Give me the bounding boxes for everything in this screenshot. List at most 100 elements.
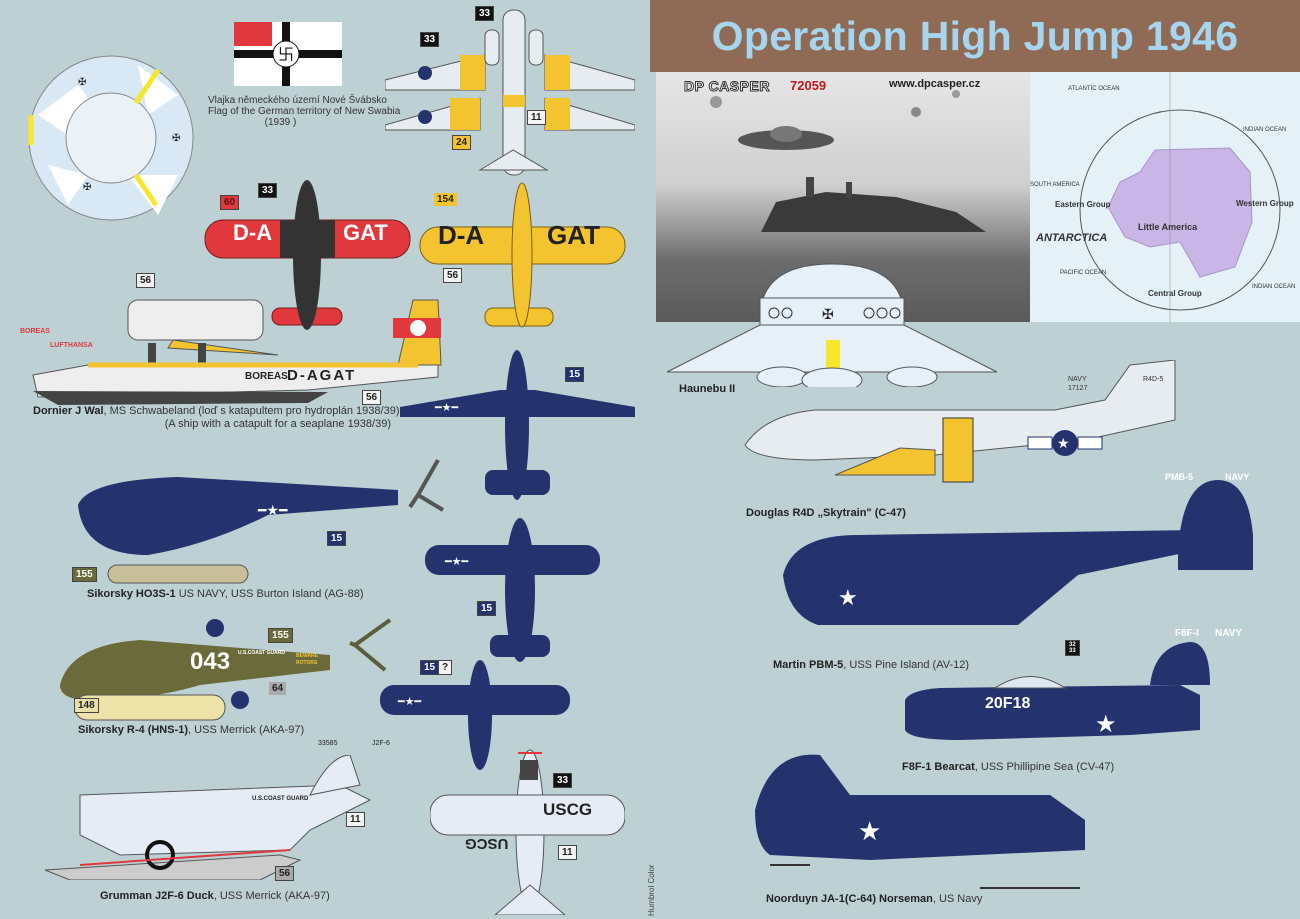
dornier-caption-rest: , MS Schwabeland (loď s katapultem pro h… — [103, 405, 400, 417]
red-reg-left: D-A — [233, 220, 273, 245]
svg-text:★: ★ — [858, 816, 881, 846]
r4-code: 043 — [190, 648, 231, 675]
dornier-caption-bold: Dornier J Wal — [33, 405, 104, 417]
decal-num-60: 60 — [220, 195, 240, 210]
decal-num-155-r4: 155 — [268, 628, 293, 643]
title-bar: Operation High Jump 1946 — [650, 0, 1300, 72]
r4-helicopter-side-view — [60, 618, 392, 721]
decal-num-155-ho3s: 155 — [72, 567, 97, 582]
norseman-caption-bold: Noorduyn JA-1(C-64) Norseman — [766, 893, 933, 905]
flag-caption: Vlajka německého území Nové Švábsko Flag… — [208, 95, 400, 128]
boreas-hull-label: BOREAS — [245, 371, 288, 382]
decal-num-64: 64 — [269, 682, 287, 695]
pbm-caption-bold: Martin PBM-5 — [773, 659, 844, 671]
j2f-type: J2F-6 — [372, 740, 390, 747]
r4d-caption: Douglas R4D „Skytrain" (C-47) — [746, 507, 906, 519]
decal-num-33-wing: 33 — [420, 32, 440, 47]
svg-text:━★━: ━★━ — [444, 556, 468, 568]
map-label-atlantic: ATLANTIC OCEAN — [1068, 86, 1120, 92]
humbrol-color-note: Humbrol Color — [647, 864, 656, 916]
lufthansa-label: LUFTHANSA — [50, 342, 93, 349]
decal-num-56-engine: 56 — [136, 273, 156, 288]
dornier-registration: D-AGAT — [287, 367, 357, 384]
pbm-caption-rest: , USS Pine Island (AV-12) — [843, 659, 970, 671]
r4d-serial: 17127 — [1068, 385, 1088, 392]
decal-num-32-33: 32 33 — [1065, 640, 1080, 656]
svg-text:★: ★ — [838, 585, 858, 610]
camouflage-disc-top-view: ✠ ✠ ✠ — [28, 55, 194, 221]
photo-scene — [710, 90, 986, 232]
red-plane-top-view — [204, 180, 411, 330]
pbm-navy: NAVY — [1225, 472, 1250, 482]
pbm-5-side-view: ★ — [783, 480, 1253, 625]
svg-text:✠: ✠ — [822, 306, 834, 322]
map-label-south-america: SOUTH AMERICA — [1030, 182, 1080, 188]
r4d-side-view: ★ — [744, 360, 1176, 483]
svg-text:✠: ✠ — [78, 77, 86, 88]
decal-num-15-top3: 15 — [420, 660, 440, 675]
decal-num-15-top1: 15 — [565, 367, 585, 382]
f8f-caption-bold: F8F-1 Bearcat — [902, 761, 975, 773]
norseman-caption-rest: , US Navy — [932, 893, 983, 905]
svg-text:★: ★ — [1057, 435, 1070, 451]
kit-code: 72059 — [790, 78, 827, 93]
map-label-little-america: Little America — [1138, 222, 1198, 232]
yellow-plane-top-view — [419, 182, 626, 328]
map-label-pacific: PACIFIC OCEAN — [1060, 270, 1107, 276]
r4d-top-view — [385, 9, 635, 176]
brand-label: DP CASPER — [684, 78, 770, 95]
decal-num-33-uscg: 33 — [553, 773, 573, 788]
f8f-code: 20F18 — [985, 695, 1031, 712]
boreas-label-red: BOREAS — [20, 328, 50, 335]
f8f-caption: F8F-1 Bearcat, USS Phillipine Sea (CV-47… — [902, 761, 1114, 773]
j2f-serial: 33585 — [318, 740, 338, 747]
pbm-type: PMB-5 — [1165, 472, 1194, 482]
pbm-caption: Martin PBM-5, USS Pine Island (AV-12) — [773, 659, 969, 671]
decal-num-unknown: ? — [438, 660, 453, 675]
f8f-bearcat-side-view: ★ — [905, 642, 1210, 740]
svg-text:━★━: ━★━ — [257, 502, 288, 518]
reichskriegsflagge-flag: 卐 — [234, 22, 342, 86]
navy-plane-top-view-3: ━★━ — [380, 660, 570, 770]
decal-num-15-top2: 15 — [477, 601, 497, 616]
svg-text:━★━: ━★━ — [397, 696, 421, 708]
svg-text:✠: ✠ — [83, 182, 91, 193]
r4d-navy: NAVY — [1068, 376, 1087, 383]
map-label-central-group: Central Group — [1148, 289, 1202, 298]
r4d-type: R4D-5 — [1143, 376, 1164, 383]
uscg-top-view — [430, 749, 625, 915]
map-label-indian-bottom: INDIAN OCEAN — [1252, 284, 1296, 290]
decal-num-154: 154 — [434, 193, 457, 206]
decal-num-33-red: 33 — [258, 183, 278, 198]
r4-warning-1: BEWARE — [296, 653, 318, 659]
navy-plane-top-view-2: ━★━ — [425, 518, 600, 662]
f8f-caption-rest: , USS Phillipine Sea (CV-47) — [974, 761, 1115, 773]
page-title: Operation High Jump 1946 — [711, 12, 1239, 59]
decal-num-11-j2f: 11 — [346, 812, 365, 827]
map-label-eastern-group: Eastern Group — [1055, 200, 1111, 209]
flag-caption-cz: Vlajka německého území Nové Švábsko — [208, 95, 387, 106]
decal-num-15-ho3s: 15 — [327, 531, 347, 546]
decal-num-148: 148 — [74, 698, 99, 713]
svg-text:★: ★ — [1095, 711, 1117, 738]
haunebu-caption: Haunebu II — [679, 383, 735, 395]
map-label-western-group: Western Group — [1236, 199, 1294, 208]
uscg-wing-label: USCG — [543, 800, 593, 819]
r4-caption-rest: , USS Merrick (AKA-97) — [188, 724, 305, 736]
j2f-caption-bold: Grumman J2F-6 Duck — [100, 890, 214, 902]
decal-num-56-hull: 56 — [362, 390, 382, 405]
norseman-side-view: ★ — [755, 754, 1085, 889]
r4-caption: Sikorsky R-4 (HNS-1), USS Merrick (AKA-9… — [78, 724, 304, 736]
r4-caption-bold: Sikorsky R-4 (HNS-1) — [78, 724, 189, 736]
r4-warning-2: ROTORS — [296, 660, 318, 666]
red-reg-right: GAT — [343, 220, 388, 245]
yellow-reg-right: GAT — [547, 220, 600, 250]
norseman-caption: Noorduyn JA-1(C-64) Norseman, US Navy — [766, 893, 982, 905]
ho3s-caption-rest: US NAVY, USS Burton Island (AG-88) — [175, 588, 364, 600]
yellow-reg-left: D-A — [438, 220, 485, 250]
website-url: www.dpcasper.cz — [889, 78, 981, 90]
dornier-caption: Dornier J Wal, MS Schwabeland (loď s kat… — [33, 405, 400, 431]
svg-text:━★━: ━★━ — [434, 402, 458, 414]
dornier-wal-side-view — [32, 299, 442, 405]
ho3s-caption-bold: Sikorsky HO3S-1 — [87, 588, 176, 600]
